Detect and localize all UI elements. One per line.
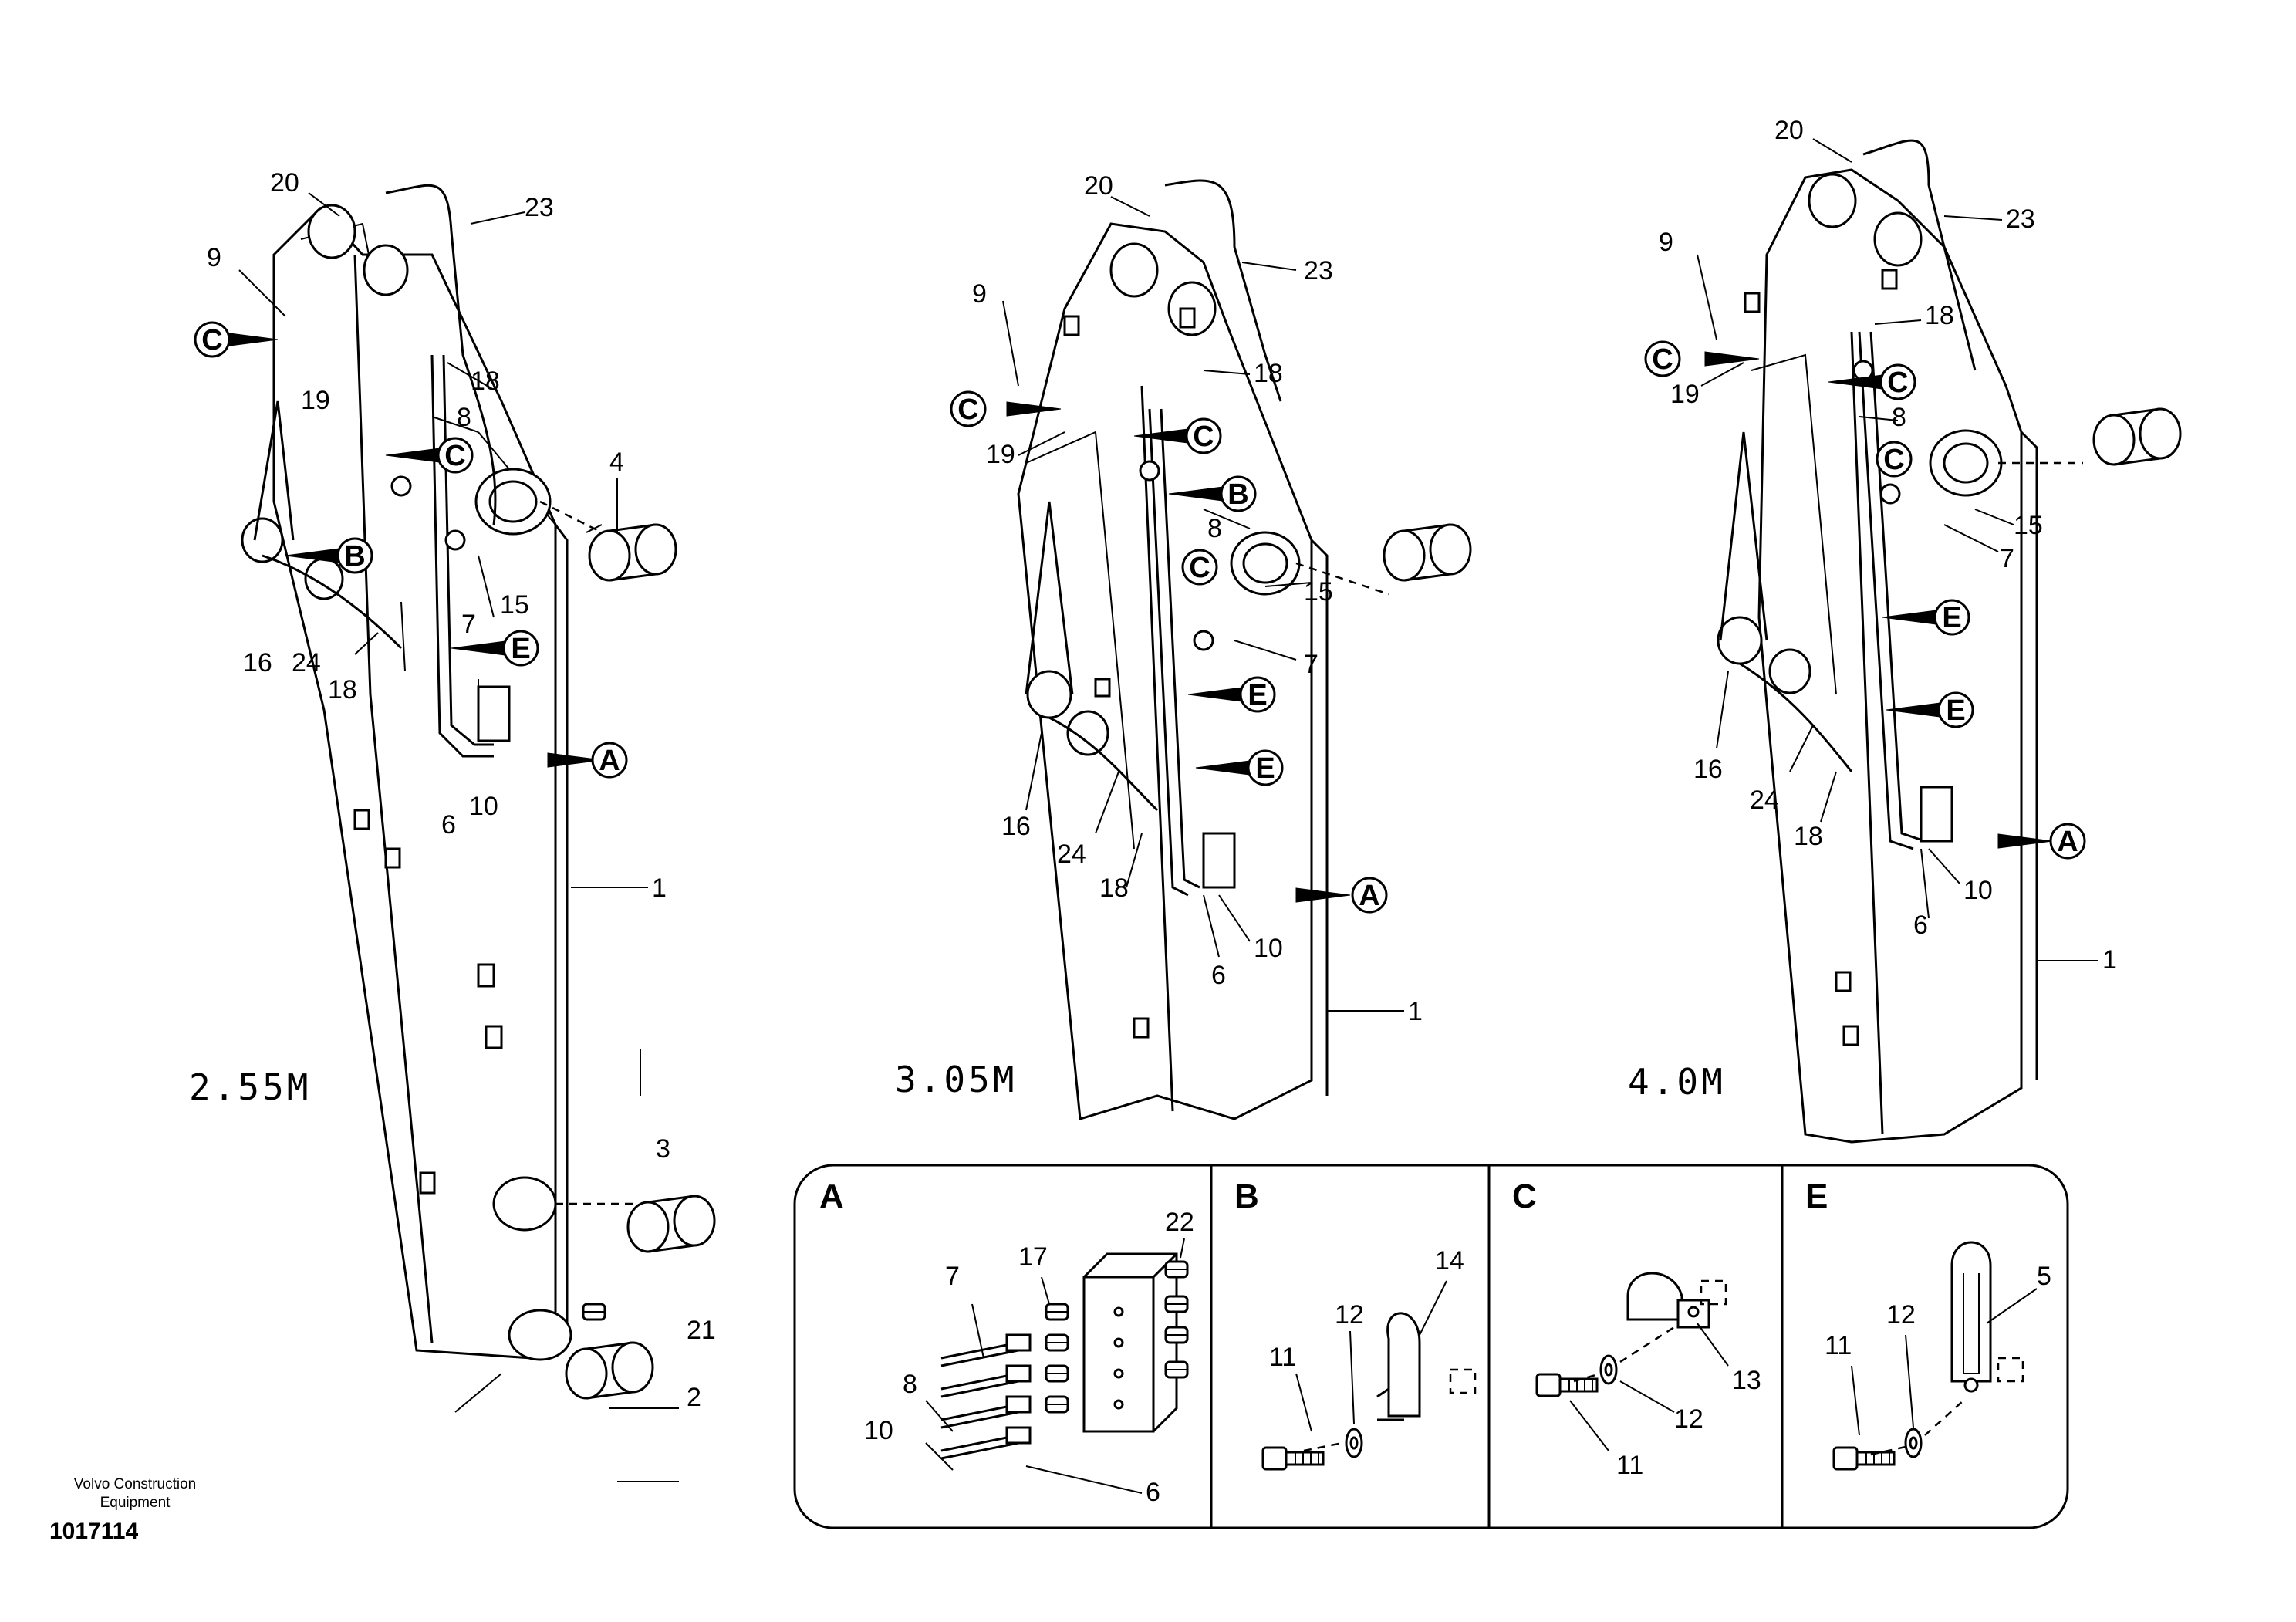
part-label-24: 24 (292, 648, 321, 678)
callout-c: C (1883, 444, 1904, 476)
part-label-12: 12 (1886, 1300, 1916, 1330)
callout-a: A (1359, 880, 1379, 912)
part-label-12: 12 (1674, 1404, 1703, 1434)
footer-company: Volvo Construction Equipment (46, 1475, 224, 1512)
detail-letter-b: B (1234, 1178, 1259, 1215)
part-label-21: 21 (687, 1316, 716, 1345)
part-label-13: 13 (1732, 1366, 1761, 1395)
part-label-15: 15 (1304, 577, 1333, 607)
part-label-9: 9 (972, 279, 987, 309)
part-label-23: 23 (1304, 256, 1333, 286)
part-label-2: 2 (687, 1383, 701, 1412)
part-label-7: 7 (2000, 544, 2014, 573)
callout-c: C (1193, 421, 1214, 453)
part-label-23: 23 (525, 193, 554, 222)
part-label-19: 19 (1670, 380, 1700, 409)
callout-c: C (957, 394, 978, 426)
detail-letter-c: C (1512, 1178, 1537, 1215)
part-label-5: 5 (2037, 1262, 2051, 1291)
part-label-18: 18 (1794, 822, 1823, 851)
detail-panels-box (793, 1164, 2069, 1529)
part-label-24: 24 (1057, 840, 1086, 869)
detail-panel-c: C 11 12 13 (1512, 1178, 1761, 1480)
part-label-10: 10 (469, 792, 498, 821)
part-label-22: 22 (1165, 1208, 1194, 1237)
part-label-3: 3 (656, 1134, 670, 1164)
callout-a: A (2057, 826, 2078, 858)
part-label-12: 12 (1335, 1300, 1364, 1330)
part-label-6: 6 (441, 810, 456, 840)
part-label-8: 8 (1892, 403, 1906, 432)
part-label-4: 4 (609, 448, 624, 477)
part-label-20: 20 (270, 168, 299, 198)
part-label-18: 18 (1099, 874, 1129, 903)
part-label-17: 17 (1018, 1242, 1048, 1272)
part-label-6: 6 (1146, 1478, 1160, 1507)
part-label-11: 11 (1616, 1451, 1643, 1480)
part-label-9: 9 (207, 243, 221, 272)
callout-c: C (201, 324, 222, 357)
variant-title: 2.55M (189, 1066, 311, 1108)
part-label-24: 24 (1750, 786, 1779, 815)
part-label-15: 15 (500, 590, 529, 620)
part-label-23: 23 (2006, 204, 2035, 234)
part-label-8: 8 (1207, 514, 1222, 543)
part-label-19: 19 (986, 440, 1015, 469)
callout-e: E (1946, 694, 1965, 727)
drawing-number: 1017114 (49, 1519, 139, 1544)
part-label-8: 8 (457, 403, 471, 432)
callout-b: B (344, 540, 365, 573)
variant-title: 4.0M (1628, 1061, 1726, 1103)
callout-e: E (1255, 752, 1275, 785)
detail-panel-b: B 11 12 14 (1234, 1178, 1477, 1471)
detail-panel-a: A 7 17 22 8 10 6 (819, 1178, 1194, 1507)
part-label-14: 14 (1435, 1246, 1464, 1276)
part-label-6: 6 (1211, 961, 1226, 990)
part-label-9: 9 (1659, 228, 1673, 257)
footer-company-line2: Equipment (100, 1495, 171, 1511)
part-label-19: 19 (301, 386, 330, 415)
part-label-1: 1 (2102, 945, 2117, 975)
callout-c: C (1887, 367, 1908, 399)
part-label-7: 7 (461, 610, 476, 639)
callout-a: A (599, 745, 620, 777)
detail-letter-a: A (819, 1178, 844, 1215)
part-label-16: 16 (1693, 755, 1723, 784)
part-label-7: 7 (1304, 650, 1319, 679)
part-label-10: 10 (1963, 876, 1993, 905)
callout-b: B (1227, 478, 1248, 511)
callout-e: E (1248, 679, 1267, 711)
footer-company-line1: Volvo Construction (73, 1476, 197, 1492)
variant-title: 3.05M (895, 1059, 1017, 1100)
part-label-10: 10 (864, 1416, 893, 1445)
part-label-18: 18 (328, 675, 357, 705)
callout-e: E (1942, 602, 1961, 634)
part-label-11: 11 (1825, 1331, 1852, 1360)
part-label-16: 16 (1001, 812, 1031, 841)
part-label-10: 10 (1254, 934, 1283, 963)
callout-c: C (444, 440, 465, 472)
part-label-20: 20 (1774, 116, 1804, 145)
part-label-18: 18 (1925, 301, 1954, 330)
variant-4-0m-arm: C C C E E A 4.0M 20 23 9 18 19 8 15 7 16… (1628, 116, 2182, 1144)
part-label-1: 1 (652, 874, 667, 903)
variant-3-05m-arm: C C B C E E A 3.05M 20 23 9 18 19 8 15 7… (895, 171, 1472, 1120)
callout-c: C (1189, 552, 1210, 584)
part-label-16: 16 (243, 648, 272, 678)
part-label-18: 18 (471, 367, 500, 396)
detail-panel-e: E 11 12 5 (1805, 1178, 2051, 1471)
part-label-11: 11 (1269, 1343, 1296, 1372)
part-label-7: 7 (945, 1262, 960, 1291)
part-label-1: 1 (1408, 997, 1423, 1026)
part-label-20: 20 (1084, 171, 1113, 201)
callout-c: C (1652, 343, 1673, 376)
part-label-8: 8 (903, 1370, 917, 1399)
detail-letter-e: E (1805, 1178, 1828, 1215)
variant-2-55m-arm: C C B E A 2.55M 20 23 9 19 18 8 4 7 15 1… (189, 168, 716, 1482)
part-label-6: 6 (1913, 911, 1928, 940)
part-label-18: 18 (1254, 359, 1283, 388)
part-label-15: 15 (2014, 511, 2043, 540)
callout-e: E (511, 633, 530, 665)
